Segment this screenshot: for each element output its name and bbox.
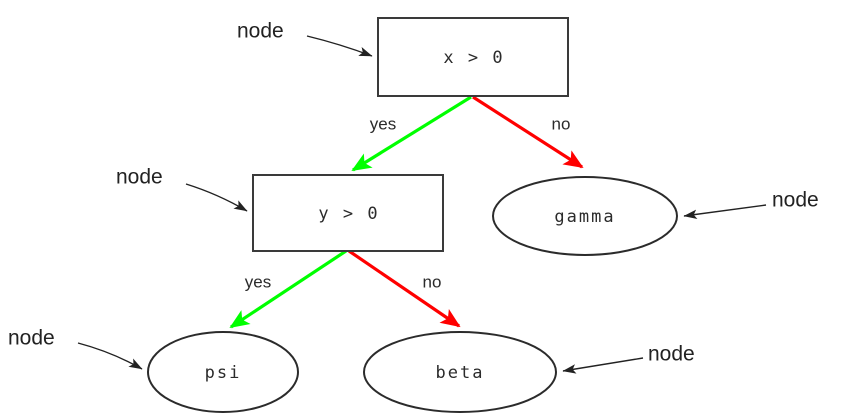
annotation-second-arrow bbox=[185, 183, 248, 212]
leaf-node-gamma-label: gamma bbox=[554, 207, 615, 227]
edge-second-no bbox=[348, 249, 461, 328]
annotation-root-label: node bbox=[237, 20, 284, 43]
leaf-node-beta-label: beta bbox=[436, 363, 485, 383]
annotation-root-arrow bbox=[306, 35, 373, 57]
annotation-beta-label: node bbox=[648, 343, 695, 366]
decision-node-second[interactable]: y > 0 bbox=[252, 174, 444, 252]
leaf-node-beta[interactable]: beta bbox=[363, 331, 557, 413]
edge-root-yes bbox=[351, 95, 472, 172]
edge-second-yes bbox=[229, 249, 347, 329]
edge-label-root-yes: yes bbox=[370, 114, 396, 133]
decision-node-root[interactable]: x > 0 bbox=[377, 17, 569, 97]
annotation-beta-arrow bbox=[562, 357, 644, 374]
annotation-psi: node bbox=[8, 327, 143, 370]
annotation-second-label: node bbox=[116, 166, 163, 189]
leaf-node-gamma[interactable]: gamma bbox=[492, 176, 678, 256]
leaf-node-psi-label: psi bbox=[205, 363, 242, 383]
decision-node-root-box bbox=[377, 17, 569, 97]
annotation-root: node bbox=[237, 20, 373, 57]
decision-node-second-label: y > 0 bbox=[318, 204, 379, 224]
edge-root-no bbox=[472, 95, 584, 169]
decision-node-root-label: x > 0 bbox=[443, 48, 504, 68]
edge-label-second-yes: yes bbox=[245, 272, 271, 291]
edge-label-root-no: no bbox=[552, 114, 571, 133]
decision-node-second-box bbox=[252, 174, 444, 252]
leaf-node-psi-ellipse bbox=[147, 331, 299, 413]
annotation-psi-label: node bbox=[8, 327, 55, 350]
annotation-psi-arrow bbox=[77, 342, 143, 370]
annotation-beta: node bbox=[562, 343, 695, 374]
annotation-gamma-label: node bbox=[772, 189, 819, 212]
annotation-gamma: node bbox=[683, 189, 819, 220]
edge-label-second-no: no bbox=[423, 272, 442, 291]
annotation-gamma-arrow bbox=[683, 204, 767, 220]
annotation-second: node bbox=[116, 166, 248, 212]
leaf-node-beta-ellipse bbox=[363, 331, 557, 413]
leaf-node-psi[interactable]: psi bbox=[147, 331, 299, 413]
leaf-node-gamma-ellipse bbox=[492, 176, 678, 256]
